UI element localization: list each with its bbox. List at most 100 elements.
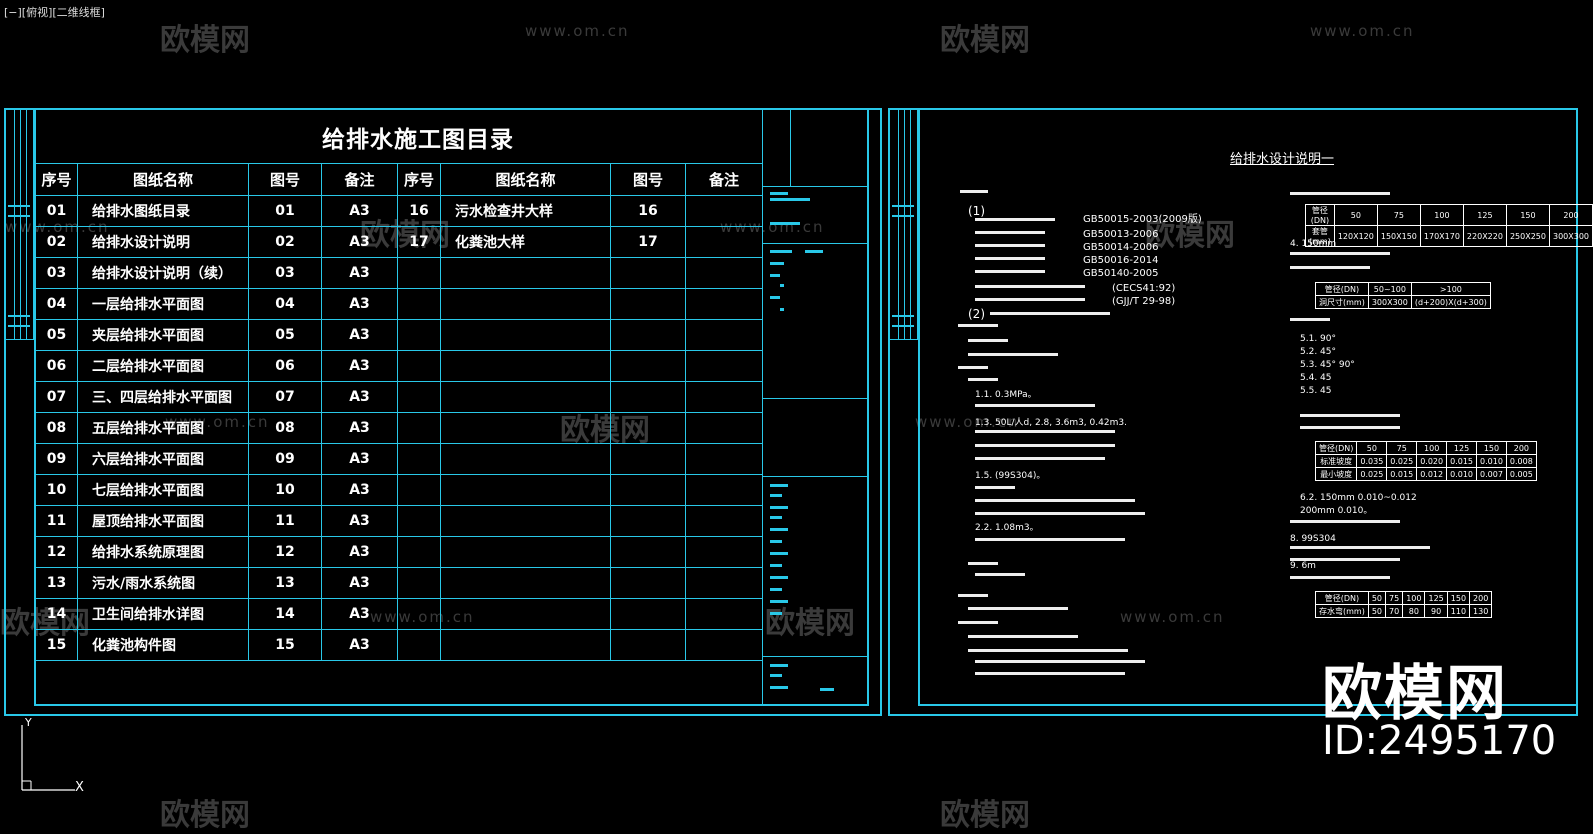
table-cell: 50 (1367, 604, 1387, 618)
cell-remark (685, 319, 763, 351)
cell-name (440, 629, 611, 661)
table-cell: 100 (1416, 441, 1448, 455)
cell-name (440, 598, 611, 630)
viewport-label[interactable]: [−][俯视][二维线框] (4, 6, 105, 19)
cell-remark (685, 257, 763, 289)
table-cell: 0.007 (1476, 467, 1507, 481)
cell-code: 17 (610, 226, 686, 258)
watermark-logo: 欧模网 (940, 798, 1030, 833)
ucs-y-label: Y (25, 716, 32, 729)
watermark-url: www.om.cn (1310, 22, 1415, 40)
cell-remark (685, 195, 763, 227)
cell-name (440, 505, 611, 537)
cell-remark (685, 505, 763, 537)
table-cell: 75 (1386, 441, 1418, 455)
watermark-logo: 欧模网 (940, 23, 1030, 58)
cell-no (397, 257, 441, 289)
cell-name: 五层给排水平面图 (77, 412, 249, 444)
header-code: 图号 (610, 163, 686, 196)
cell-no: 16 (397, 195, 441, 227)
cell-code (610, 536, 686, 568)
table-cell: 125 (1446, 441, 1478, 455)
cell-remark (685, 350, 763, 382)
cell-code: 12 (248, 536, 322, 568)
cell-no: 05 (35, 319, 78, 351)
table-cell: 0.010 (1476, 454, 1507, 468)
cell-no (397, 536, 441, 568)
table-cell: 50 (1367, 591, 1387, 605)
cell-code (610, 288, 686, 320)
table-cell: 100 (1402, 591, 1426, 605)
cell-remark: A3 (321, 598, 398, 630)
cell-name: 给排水系统原理图 (77, 536, 249, 568)
cell-name: 化粪池构件图 (77, 629, 249, 661)
table-cell: 存水弯(mm) (1315, 604, 1369, 618)
cell-no (397, 474, 441, 506)
cell-no: 03 (35, 257, 78, 289)
table-cell: 300X300 (1548, 225, 1593, 247)
cell-remark: A3 (321, 567, 398, 599)
cell-remark: A3 (321, 288, 398, 320)
cell-no: 07 (35, 381, 78, 413)
table-cell: 0.020 (1416, 454, 1448, 468)
cell-code: 03 (248, 257, 322, 289)
table-cell: 套管(mm) (1305, 225, 1335, 247)
cell-code: 09 (248, 443, 322, 475)
standard-code: GB50140-2005 (1083, 268, 1159, 279)
table-cell: 200 (1548, 204, 1593, 226)
table-cell: 0.005 (1505, 467, 1537, 481)
cell-name: 夹层给排水平面图 (77, 319, 249, 351)
table-cell: 70 (1385, 604, 1404, 618)
cell-remark (685, 412, 763, 444)
table-cell: >100 (1410, 282, 1491, 296)
cell-remark: A3 (321, 319, 398, 351)
watermark-logo: 欧模网 (160, 798, 250, 833)
cell-remark: A3 (321, 226, 398, 258)
cell-name (440, 257, 611, 289)
table-cell: 0.025 (1386, 454, 1418, 468)
table-cell: 75 (1385, 591, 1404, 605)
cell-remark: A3 (321, 505, 398, 537)
title-block (762, 108, 869, 706)
cell-name: 化粪池大样 (440, 226, 611, 258)
cell-no (397, 319, 441, 351)
standard-code: GB50014-2006 (1083, 242, 1159, 253)
cell-name (440, 350, 611, 382)
header-code: 图号 (248, 163, 322, 196)
cell-code (610, 350, 686, 382)
cell-remark (685, 288, 763, 320)
note-line: 200mm 0.010。 (1300, 506, 1373, 516)
cell-name: 一层给排水平面图 (77, 288, 249, 320)
cell-code: 13 (248, 567, 322, 599)
table-cell: 300X300 (1367, 295, 1412, 309)
header-name: 图纸名称 (440, 163, 611, 196)
note-line: 5.3. 45° 90° (1300, 360, 1355, 370)
table-cell: 150 (1505, 204, 1550, 226)
cell-code (610, 257, 686, 289)
table-cell: 0.035 (1356, 454, 1388, 468)
cell-no: 02 (35, 226, 78, 258)
cell-remark (685, 381, 763, 413)
note-line: 1.3. 50L/人d, 2.8, 3.6m3, 0.42m3. (975, 418, 1127, 428)
ucs-x-label: X (75, 780, 84, 795)
table-cell: 250X250 (1505, 225, 1550, 247)
sheet-inner-frame (918, 108, 1578, 706)
cell-name (440, 288, 611, 320)
cell-remark (685, 567, 763, 599)
note-line: 9. 6m (1290, 561, 1316, 571)
table-cell: 125 (1462, 204, 1507, 226)
table-cell: 150 (1446, 591, 1471, 605)
standard-code: GB50016-2014 (1083, 255, 1159, 266)
